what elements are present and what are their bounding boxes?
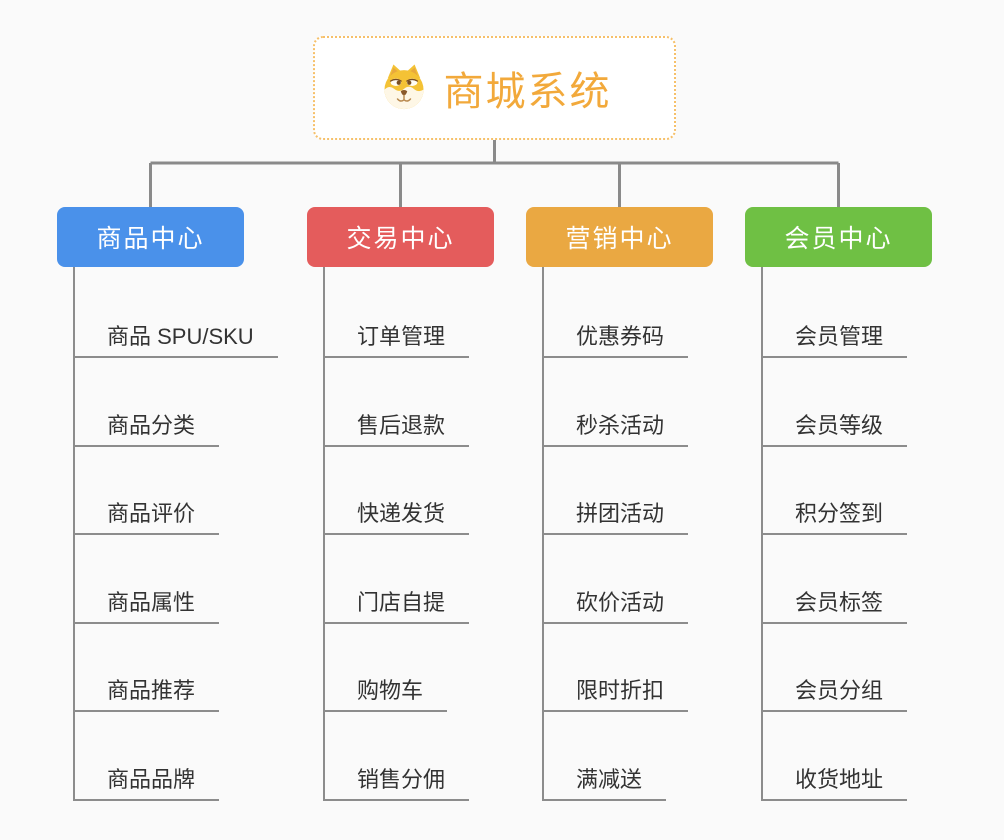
branch-header[interactable]: 会员中心 [745,207,932,267]
leaf-item[interactable]: 商品评价 [73,491,220,535]
leaf-item[interactable]: 限时折扣 [542,668,689,712]
leaf-item[interactable]: 积分签到 [761,491,908,535]
leaf-item[interactable]: 优惠券码 [542,314,689,358]
leaf-item[interactable]: 满减送 [542,757,667,801]
leaf-item[interactable]: 商品分类 [73,403,220,447]
root-node[interactable]: 商城系统 [313,36,676,140]
leaf-item[interactable]: 商品推荐 [73,668,220,712]
leaf-item[interactable]: 门店自提 [323,580,470,624]
leaf-item[interactable]: 收货地址 [761,757,908,801]
leaf-item[interactable]: 商品品牌 [73,757,220,801]
leaf-item[interactable]: 会员标签 [761,580,908,624]
shiba-dog-icon [384,64,423,110]
leaf-item[interactable]: 快递发货 [323,491,470,535]
leaf-item[interactable]: 会员等级 [761,403,908,447]
leaf-item[interactable]: 售后退款 [323,403,470,447]
root-title: 商城系统 [443,70,612,114]
leaf-item[interactable]: 订单管理 [323,314,470,358]
branch-header[interactable]: 交易中心 [307,207,494,267]
leaf-item[interactable]: 秒杀活动 [542,403,689,447]
branch-header[interactable]: 营销中心 [526,207,713,267]
leaf-item[interactable]: 购物车 [323,668,448,712]
leaf-item[interactable]: 会员分组 [761,668,908,712]
leaf-item[interactable]: 销售分佣 [323,757,470,801]
leaf-item[interactable]: 商品 SPU/SKU [73,314,278,358]
branch-header[interactable]: 商品中心 [57,207,244,267]
leaf-item[interactable]: 商品属性 [73,580,220,624]
leaf-item[interactable]: 会员管理 [761,314,908,358]
leaf-item[interactable]: 拼团活动 [542,491,689,535]
leaf-item[interactable]: 砍价活动 [542,580,689,624]
